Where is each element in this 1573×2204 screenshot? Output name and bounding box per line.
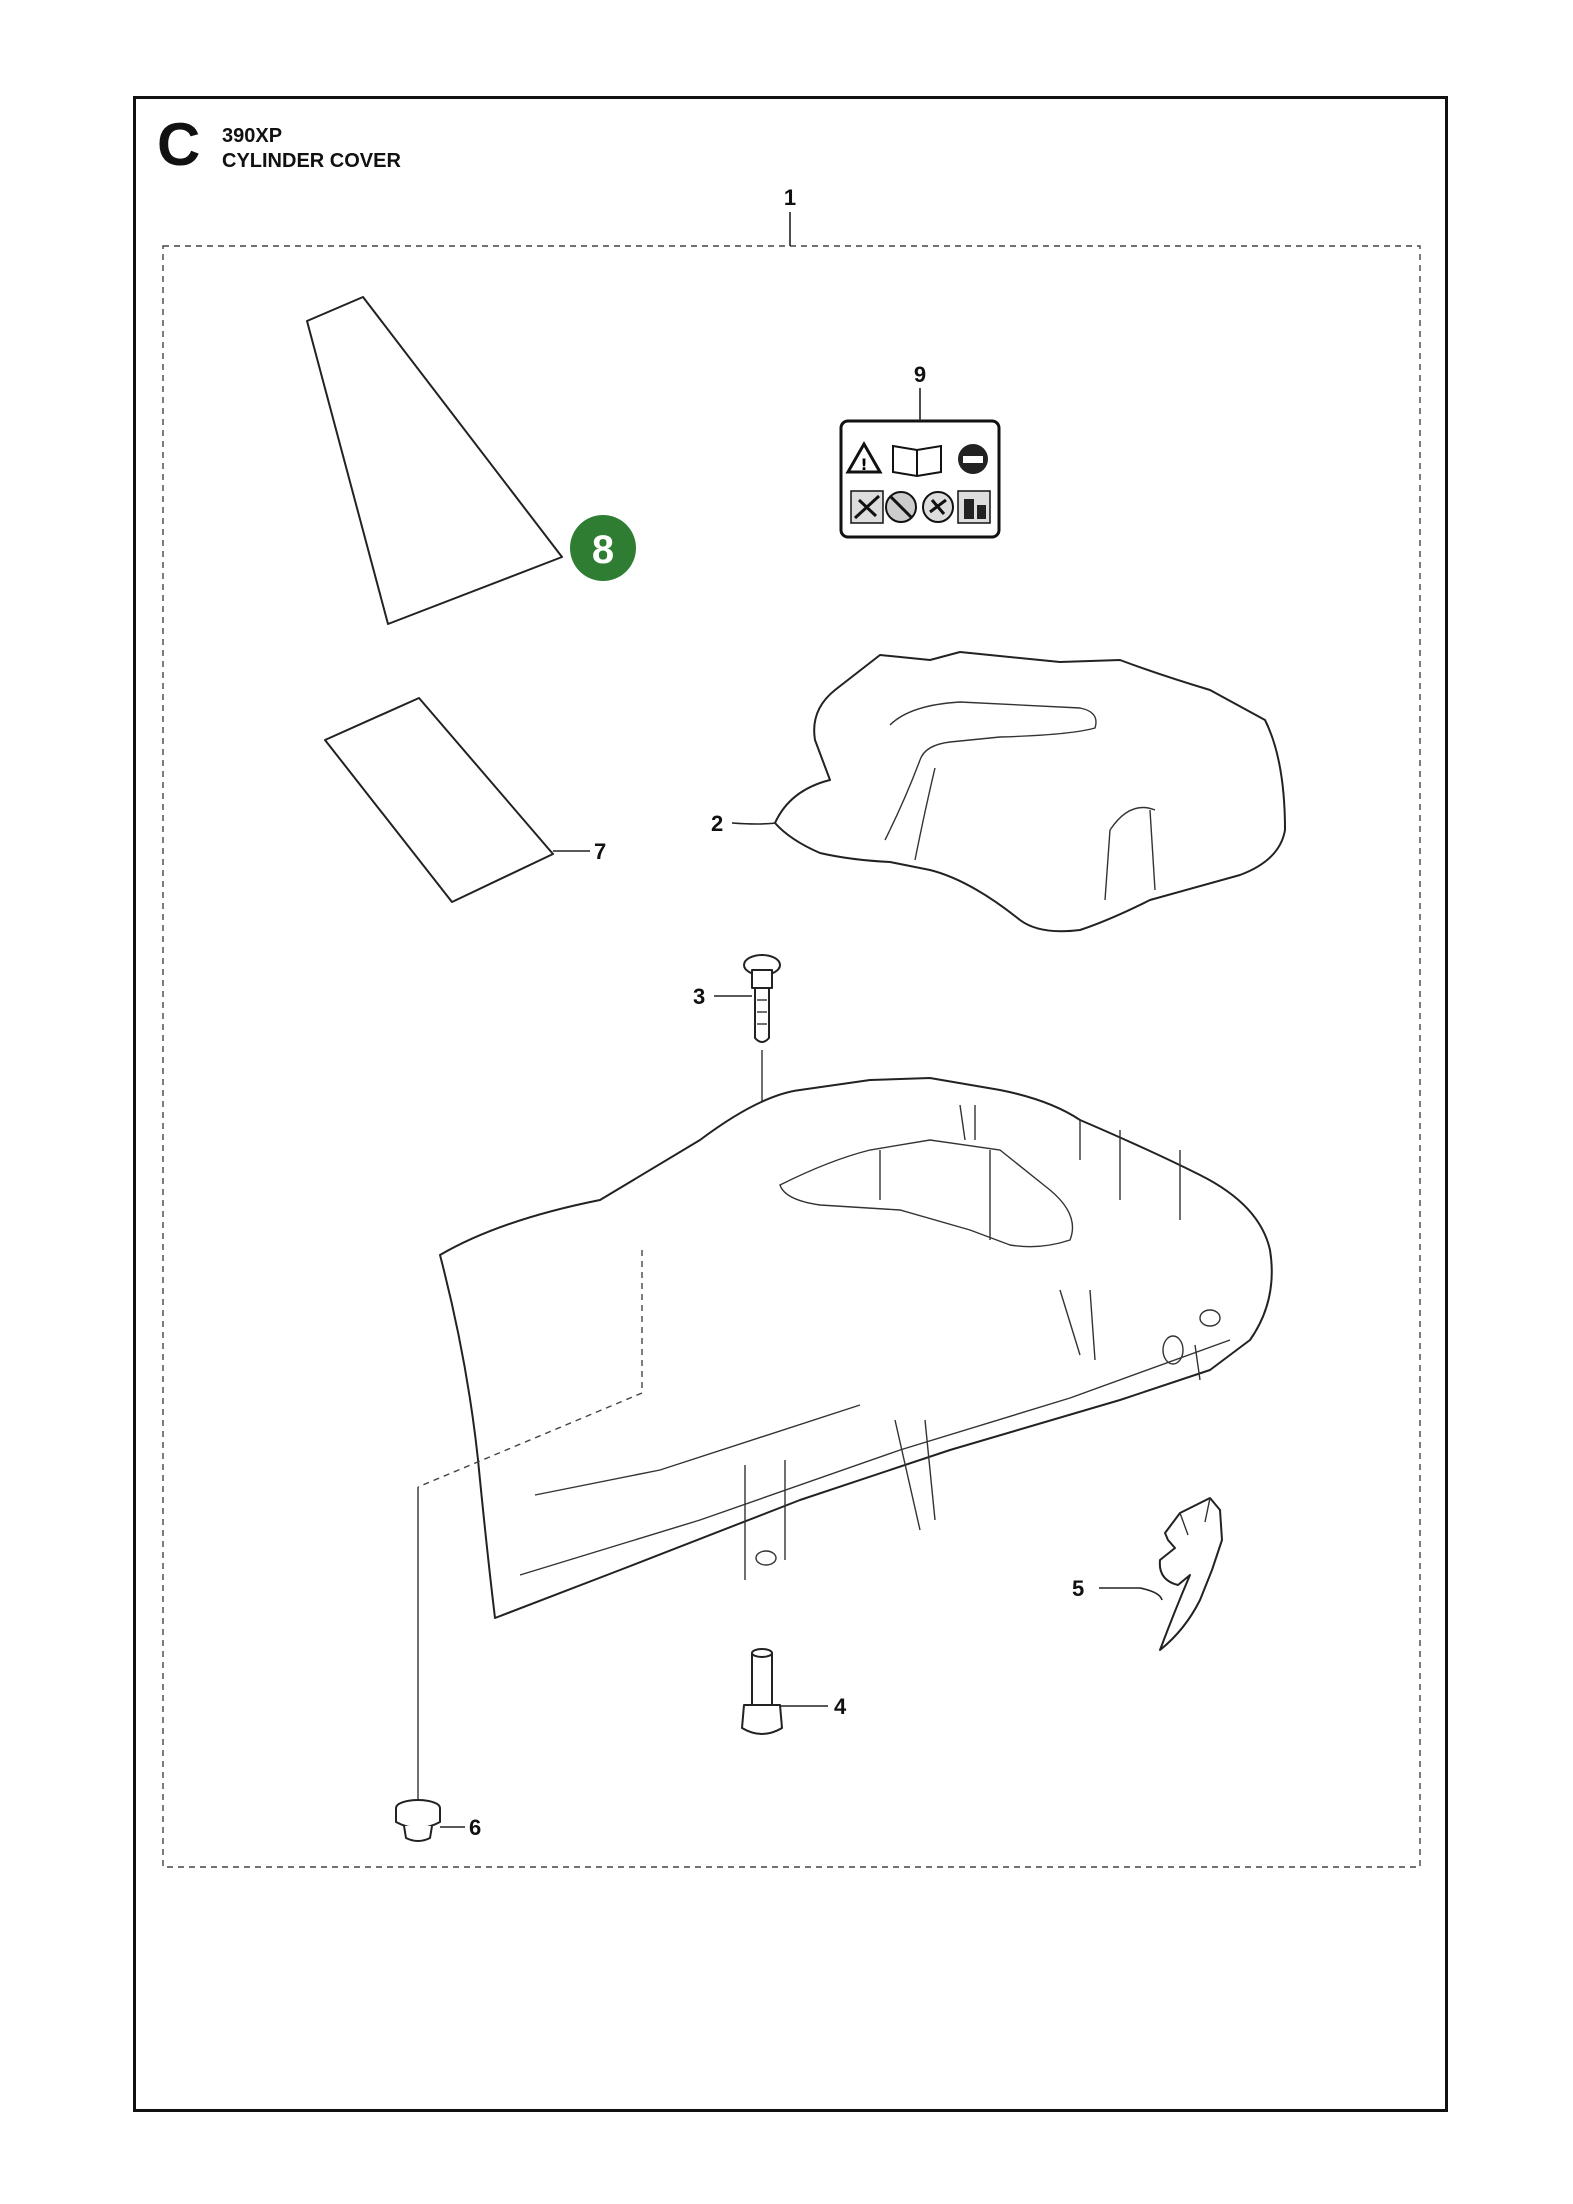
callout-9: 9	[914, 362, 926, 387]
callout-5: 5	[1072, 1576, 1084, 1601]
callout-1: 1	[784, 185, 796, 210]
callout-8: 8	[592, 528, 614, 572]
callout-3: 3	[693, 984, 705, 1009]
part-5-clip[interactable]	[1158, 1497, 1223, 1651]
section-letter: C	[157, 111, 201, 178]
page-frame	[133, 96, 1448, 2112]
part-2-top-cover[interactable]	[774, 651, 1286, 933]
part-7-decal[interactable]	[324, 697, 554, 903]
part-6-grommet[interactable]	[395, 1799, 441, 1842]
callout-8-highlight[interactable]: 8	[570, 515, 636, 581]
callout-5-leader	[1099, 1587, 1163, 1601]
inner-dashed-outline	[417, 1250, 643, 1488]
svg-text:!: !	[860, 455, 867, 474]
callout-4: 4	[834, 1694, 847, 1719]
kickback-icon	[850, 490, 884, 524]
part-3-screw[interactable]	[743, 954, 781, 1043]
part-9-warning-label[interactable]: !	[839, 419, 1001, 539]
part-8-decal[interactable]	[306, 296, 563, 625]
cylinder-cover-body[interactable]	[439, 1077, 1273, 1619]
manual-book-icon	[892, 444, 942, 478]
callout-2: 2	[711, 811, 723, 836]
callout-6: 6	[469, 1815, 481, 1840]
page-title: CYLINDER COVER	[222, 150, 401, 172]
two-hands-icon	[922, 491, 954, 523]
highlight-badge	[570, 515, 636, 581]
callout-2-leader	[731, 822, 776, 825]
no-one-hand-icon	[885, 491, 917, 523]
part-4-spacer[interactable]	[741, 1648, 783, 1735]
protective-helmet-icon	[958, 444, 988, 474]
callout-7: 7	[594, 839, 606, 864]
assembly-group-box	[162, 245, 1421, 1868]
safety-boots-icon	[957, 490, 991, 524]
warning-triangle-icon: !	[845, 440, 883, 474]
model-number: 390XP	[222, 125, 283, 147]
